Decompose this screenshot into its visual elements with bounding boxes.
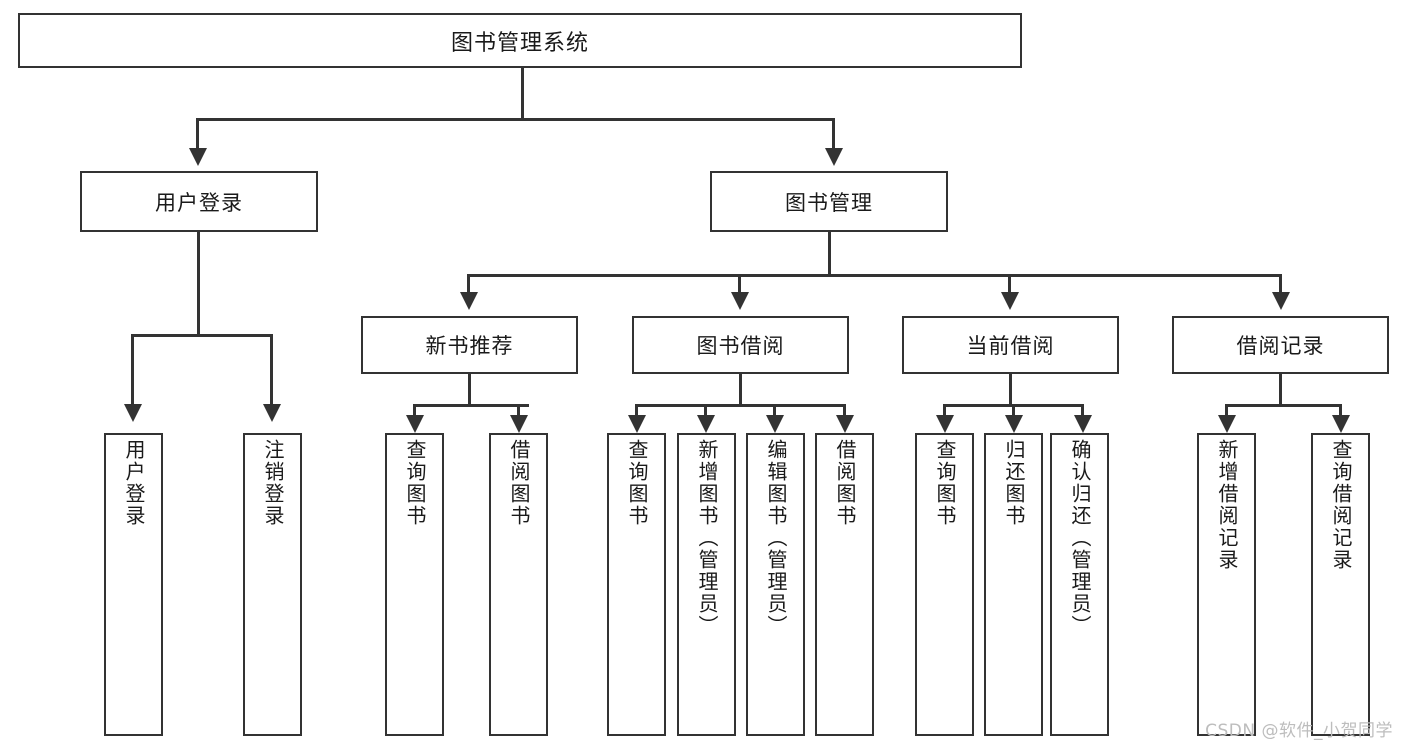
leaf-current-borrow-1[interactable]: 查询图书 <box>915 433 974 736</box>
edge-book-manage-drop-1 <box>467 274 470 296</box>
arrow-root-to-user-login <box>189 148 207 166</box>
edge-root-stem <box>521 68 524 120</box>
leaf-book-borrow-2[interactable]: 新增图书（管理员） <box>677 433 736 736</box>
arrow-book-borrow-leaf-1 <box>628 415 646 433</box>
node-new-book-recommend[interactable]: 新书推荐 <box>361 316 578 374</box>
edge-borrow-record-drop-1 <box>1225 404 1228 422</box>
node-book-manage[interactable]: 图书管理 <box>710 171 948 232</box>
edge-book-borrow-drop-4 <box>843 404 846 422</box>
leaf-book-borrow-3-label: 编辑图书（管理员） <box>764 439 788 637</box>
edge-book-borrow-drop-1 <box>635 404 638 422</box>
arrow-borrow-record-leaf-1 <box>1218 415 1236 433</box>
edge-root-to-user-login <box>196 118 199 150</box>
node-current-borrow-label: 当前借阅 <box>966 334 1055 358</box>
leaf-new-book-2-label: 借阅图书 <box>507 439 531 527</box>
arrow-new-book-leaf-1 <box>406 415 424 433</box>
edge-user-login-drop-2 <box>270 334 273 406</box>
edge-book-borrow-drop-2 <box>704 404 707 422</box>
leaf-user-login-1-label: 用户登录 <box>122 439 146 527</box>
arrow-new-book-leaf-2 <box>510 415 528 433</box>
edge-current-borrow-drop-3 <box>1081 404 1084 422</box>
node-book-manage-label: 图书管理 <box>785 190 873 215</box>
edge-book-borrow-stem <box>739 374 742 406</box>
arrow-user-login-leaf-1 <box>124 404 142 422</box>
edge-book-manage-drop-4 <box>1279 274 1282 296</box>
edge-new-book-drop-1 <box>413 404 416 422</box>
arrow-book-borrow-leaf-2 <box>697 415 715 433</box>
arrow-book-manage-child-2 <box>731 292 749 310</box>
edge-borrow-record-drop-2 <box>1339 404 1342 422</box>
leaf-borrow-record-1-label: 新增借阅记录 <box>1215 439 1239 571</box>
leaf-borrow-record-2-label: 查询借阅记录 <box>1329 439 1353 571</box>
leaf-user-login-2-label: 注销登录 <box>261 439 285 527</box>
arrow-book-borrow-leaf-4 <box>836 415 854 433</box>
leaf-current-borrow-2-label: 归还图书 <box>1002 439 1026 527</box>
leaf-borrow-record-2[interactable]: 查询借阅记录 <box>1311 433 1370 736</box>
leaf-current-borrow-2[interactable]: 归还图书 <box>984 433 1043 736</box>
node-user-login[interactable]: 用户登录 <box>80 171 318 232</box>
arrow-user-login-leaf-2 <box>263 404 281 422</box>
node-root-system[interactable]: 图书管理系统 <box>18 13 1022 68</box>
node-book-borrow[interactable]: 图书借阅 <box>632 316 849 374</box>
edge-book-borrow-drop-3 <box>773 404 776 422</box>
leaf-current-borrow-1-label: 查询图书 <box>933 439 957 527</box>
edge-book-manage-drop-3 <box>1008 274 1011 296</box>
edge-user-login-bus <box>132 334 271 337</box>
edge-borrow-record-bus <box>1226 404 1341 407</box>
edge-new-book-stem <box>468 374 471 406</box>
edge-user-login-stem <box>197 232 200 336</box>
arrow-current-borrow-leaf-3 <box>1074 415 1092 433</box>
leaf-current-borrow-3-label: 确认归还（管理员） <box>1068 439 1092 637</box>
edge-book-borrow-bus <box>636 404 845 407</box>
edge-book-manage-drop-2 <box>738 274 741 296</box>
edge-current-borrow-drop-1 <box>943 404 946 422</box>
edge-book-manage-bus <box>468 274 1282 277</box>
edge-root-bus <box>197 118 834 121</box>
leaf-book-borrow-4-label: 借阅图书 <box>833 439 857 527</box>
leaf-new-book-1[interactable]: 查询图书 <box>385 433 444 736</box>
node-new-book-recommend-label: 新书推荐 <box>425 334 514 358</box>
node-borrow-record-label: 借阅记录 <box>1236 334 1325 358</box>
node-borrow-record[interactable]: 借阅记录 <box>1172 316 1389 374</box>
node-user-login-label: 用户登录 <box>155 190 243 215</box>
edge-current-borrow-stem <box>1009 374 1012 406</box>
edge-user-login-drop-1 <box>131 334 134 406</box>
leaf-user-login-1[interactable]: 用户登录 <box>104 433 163 736</box>
arrow-current-borrow-leaf-2 <box>1005 415 1023 433</box>
leaf-book-borrow-4[interactable]: 借阅图书 <box>815 433 874 736</box>
arrow-book-borrow-leaf-3 <box>766 415 784 433</box>
node-book-borrow-label: 图书借阅 <box>696 334 785 358</box>
arrow-current-borrow-leaf-1 <box>936 415 954 433</box>
leaf-borrow-record-1[interactable]: 新增借阅记录 <box>1197 433 1256 736</box>
node-root-label: 图书管理系统 <box>450 30 589 56</box>
leaf-book-borrow-3[interactable]: 编辑图书（管理员） <box>746 433 805 736</box>
leaf-current-borrow-3[interactable]: 确认归还（管理员） <box>1050 433 1109 736</box>
edge-new-book-bus <box>414 404 529 407</box>
arrow-borrow-record-leaf-2 <box>1332 415 1350 433</box>
leaf-book-borrow-1-label: 查询图书 <box>625 439 649 527</box>
arrow-root-to-book-manage <box>825 148 843 166</box>
leaf-book-borrow-2-label: 新增图书（管理员） <box>695 439 719 637</box>
arrow-book-manage-child-1 <box>460 292 478 310</box>
watermark: CSDN @软件_小贺同学 <box>1205 721 1393 741</box>
edge-root-to-book-manage <box>832 118 835 150</box>
edge-borrow-record-stem <box>1279 374 1282 406</box>
arrow-book-manage-child-4 <box>1272 292 1290 310</box>
leaf-new-book-1-label: 查询图书 <box>403 439 427 527</box>
leaf-new-book-2[interactable]: 借阅图书 <box>489 433 548 736</box>
node-current-borrow[interactable]: 当前借阅 <box>902 316 1119 374</box>
edge-new-book-drop-2 <box>517 404 520 422</box>
edge-book-manage-stem <box>828 232 831 276</box>
arrow-book-manage-child-3 <box>1001 292 1019 310</box>
edge-current-borrow-drop-2 <box>1012 404 1015 422</box>
leaf-user-login-2[interactable]: 注销登录 <box>243 433 302 736</box>
leaf-book-borrow-1[interactable]: 查询图书 <box>607 433 666 736</box>
